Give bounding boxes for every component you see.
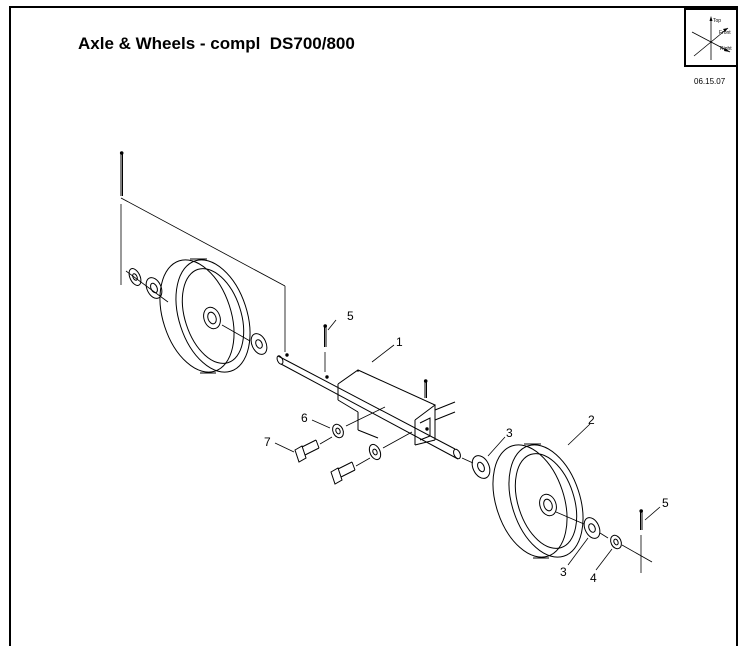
right-extension-lines bbox=[621, 535, 653, 573]
right-wheel bbox=[492, 443, 584, 559]
orientation-right-label: Right bbox=[720, 46, 732, 52]
page-title: Axle & Wheels - compl DS700/800 bbox=[78, 34, 355, 53]
left-washer-middle bbox=[145, 277, 163, 299]
left-washer-inner bbox=[250, 333, 268, 355]
bolt-washer-upper bbox=[332, 423, 344, 439]
callout-washer-6: 6 bbox=[301, 411, 308, 425]
exploded-view-drawing: 5 1 6 7 3 2 5 3 4 bbox=[119, 151, 669, 585]
callout-washer-3-inner: 3 bbox=[506, 426, 513, 440]
orientation-front-label: Front bbox=[719, 30, 731, 36]
orientation-top-label: Top bbox=[713, 18, 721, 24]
revision-date: 06.15.07 bbox=[694, 77, 726, 86]
callout-wheel-2: 2 bbox=[588, 413, 595, 427]
orientation-indicator: Top Front Right bbox=[684, 8, 738, 67]
callout-bolt-7: 7 bbox=[264, 435, 271, 449]
callout-cotter-pin-5: 5 bbox=[347, 309, 354, 323]
right-washer-inner bbox=[471, 455, 491, 479]
left-washer-outer bbox=[128, 268, 142, 286]
orientation-axes-icon: Top Front Right bbox=[691, 16, 732, 60]
top-cotter-pin bbox=[323, 324, 328, 372]
right-cotter-pin bbox=[639, 509, 644, 530]
bolt-washer-lower bbox=[368, 443, 382, 461]
left-wheel bbox=[159, 258, 251, 374]
bracket-pin bbox=[423, 379, 428, 398]
callout-axle-1: 1 bbox=[396, 335, 403, 349]
callout-cotter-pin-5-right: 5 bbox=[662, 496, 669, 510]
mounting-bolt-upper bbox=[294, 439, 320, 463]
drawing-sheet-border bbox=[9, 6, 738, 646]
right-washer-small bbox=[610, 534, 622, 550]
axle-shaft bbox=[276, 353, 461, 460]
left-extension-lines bbox=[120, 197, 286, 352]
callout-leader-lines bbox=[274, 319, 661, 571]
axle-mount-bracket bbox=[337, 369, 456, 446]
callout-washer-3-outer: 3 bbox=[560, 565, 567, 579]
mounting-bolt-lower bbox=[330, 461, 356, 485]
left-cotter-pin bbox=[119, 151, 124, 196]
right-washer-outer bbox=[583, 517, 601, 539]
callout-washer-4: 4 bbox=[590, 571, 597, 585]
